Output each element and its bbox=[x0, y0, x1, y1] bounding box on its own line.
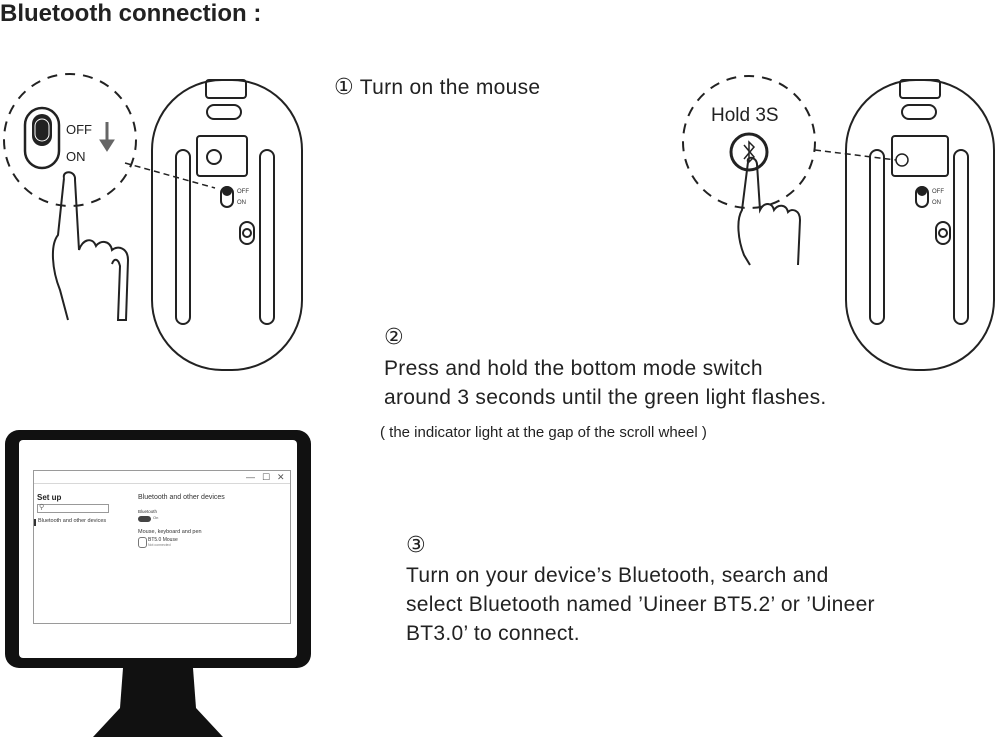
zoom-circle-hold bbox=[682, 75, 816, 209]
hold-label: Hold 3S bbox=[711, 105, 779, 126]
step2-line1: Press and hold the bottom mode switch bbox=[384, 357, 763, 380]
zoom-on-label: ON bbox=[66, 149, 86, 164]
hand-icon-2 bbox=[737, 156, 802, 266]
step3-line2: select Bluetooth named ’Uineer BT5.2’ or… bbox=[406, 593, 875, 616]
step3-number: ③ bbox=[406, 532, 427, 557]
maximize-button[interactable]: ☐ bbox=[262, 472, 271, 482]
close-button[interactable]: ✕ bbox=[277, 472, 285, 482]
bluetooth-label: Bluetooth bbox=[138, 509, 158, 514]
mouse-bottom-right bbox=[845, 79, 995, 371]
page-title: Bluetooth connection : bbox=[0, 0, 262, 27]
mouse-switch-on-label: ON bbox=[237, 200, 246, 206]
nav-item-bluetooth[interactable]: Bluetooth and other devices bbox=[38, 518, 107, 524]
arrow-down-icon bbox=[99, 122, 115, 152]
mouse-bottom-left bbox=[151, 79, 303, 371]
step1-text: Turn on the mouse bbox=[359, 76, 541, 99]
bluetooth-button-icon bbox=[729, 132, 769, 172]
minimize-button[interactable]: — bbox=[246, 472, 255, 482]
step1-number: ① bbox=[334, 74, 355, 99]
power-switch-icon bbox=[23, 106, 61, 170]
monitor-screen: — ☐ ✕ Set up ⚲ Bluetooth and other devic… bbox=[19, 440, 297, 658]
mouse-section-heading: Mouse, keyboard and pen bbox=[138, 529, 202, 535]
step2-line2: around 3 seconds until the green light f… bbox=[384, 386, 827, 409]
bluetooth-toggle-text: On bbox=[153, 515, 159, 520]
window-titlebar: — ☐ ✕ bbox=[34, 471, 290, 484]
device-name[interactable]: BT5.0 Mouse bbox=[148, 537, 178, 543]
mouse-switch-off-label-2: OFF bbox=[932, 189, 944, 195]
hand-icon bbox=[52, 171, 130, 321]
step2-number: ② bbox=[384, 324, 405, 349]
search-input[interactable]: ⚲ bbox=[37, 504, 109, 513]
search-icon: ⚲ bbox=[39, 504, 45, 511]
mouse-switch-on-label-2: ON bbox=[932, 200, 941, 206]
mouse-device-icon bbox=[138, 537, 147, 548]
zoom-off-label: OFF bbox=[66, 122, 92, 137]
mouse-switch-off-label: OFF bbox=[237, 189, 249, 195]
zoom-circle-switch bbox=[3, 73, 137, 207]
nav-selected-indicator bbox=[34, 519, 36, 526]
settings-window: — ☐ ✕ Set up ⚲ Bluetooth and other devic… bbox=[33, 470, 291, 624]
setup-title: Set up bbox=[37, 493, 62, 502]
mouse-power-illustration: OFF ON OFF ON bbox=[3, 73, 303, 371]
monitor: — ☐ ✕ Set up ⚲ Bluetooth and other devic… bbox=[5, 430, 311, 668]
bluetooth-toggle[interactable] bbox=[138, 516, 151, 522]
mouse-pairing-illustration: OFF ON Hold 3S bbox=[682, 75, 995, 371]
step3-line1: Turn on your device’s Bluetooth, search … bbox=[406, 564, 829, 587]
monitor-stand bbox=[93, 668, 223, 737]
device-status: Not connected bbox=[148, 543, 171, 547]
section-heading: Bluetooth and other devices bbox=[138, 494, 225, 501]
step3-line3: BT3.0’ to connect. bbox=[406, 622, 580, 645]
step1: ① Turn on the mouse bbox=[334, 72, 540, 102]
step2-note: ( the indicator light at the gap of the … bbox=[380, 424, 707, 441]
